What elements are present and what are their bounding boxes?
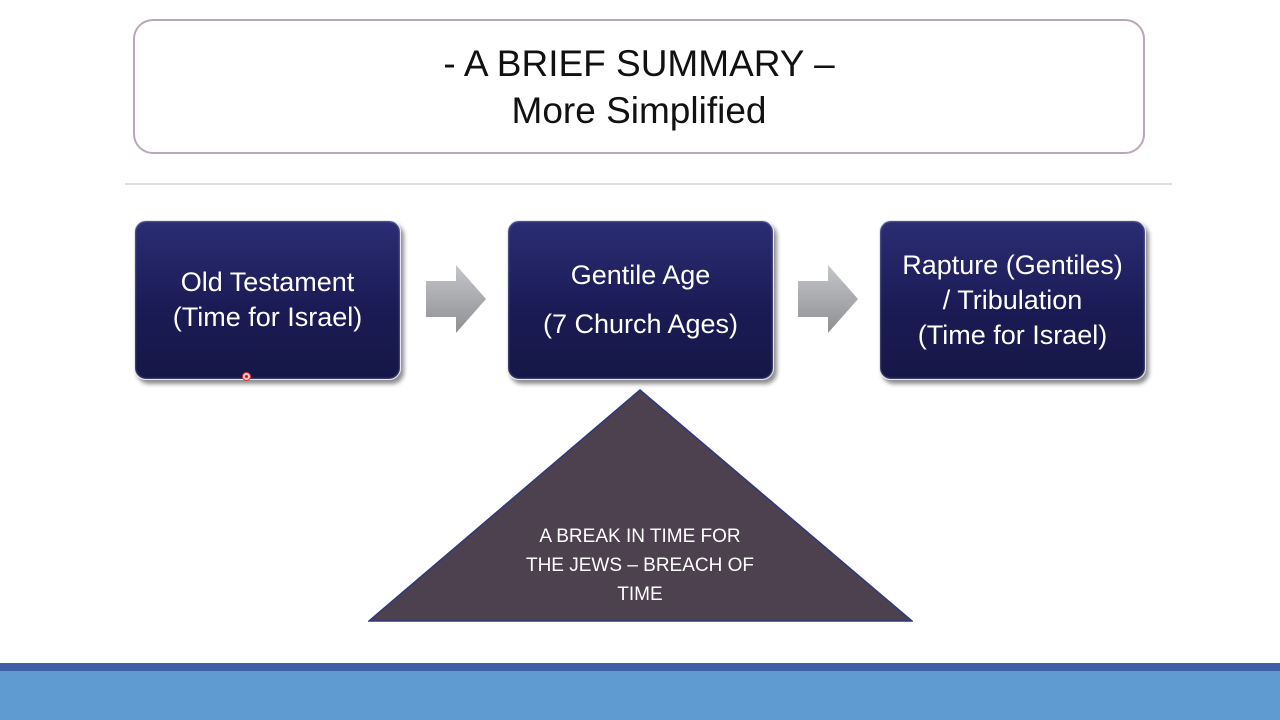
triangle-text-line: TIME [617, 584, 663, 605]
right-arrow-icon [426, 265, 486, 333]
laser-pointer-dot [242, 372, 251, 381]
gentile-age-box: Gentile Age (7 Church Ages) [507, 220, 774, 380]
triangle-text-line: THE JEWS – BREACH OF [525, 555, 755, 576]
footer-bar [0, 671, 1280, 720]
box-text-line: (7 Church Ages) [542, 309, 739, 339]
title-line-2: More Simplified [511, 89, 767, 131]
triangle-text: A BREAK IN TIME FOR THE JEWS – BREACH OF… [515, 522, 765, 609]
box-text-line: Gentile Age [570, 260, 711, 290]
title-line-1: - A BRIEF SUMMARY – [443, 42, 835, 84]
divider [125, 183, 1172, 185]
footer-stripe [0, 663, 1280, 671]
box-text-line: Rapture (Gentiles) [902, 249, 1123, 280]
box-text-line: Old Testament [180, 267, 355, 297]
box-text-line: (Time for Israel) [172, 302, 363, 332]
box-text-line: / Tribulation [942, 284, 1083, 315]
old-testament-box: Old Testament (Time for Israel) [134, 220, 401, 380]
triangle-text-line: A BREAK IN TIME FOR [539, 526, 741, 547]
box-text-line: (Time for Israel) [917, 319, 1108, 350]
right-arrow-icon [798, 265, 858, 333]
title-box: - A BRIEF SUMMARY – More Simplified [133, 19, 1145, 154]
breach-triangle [368, 389, 913, 622]
rapture-tribulation-box: Rapture (Gentiles) / Tribulation (Time f… [879, 220, 1146, 380]
